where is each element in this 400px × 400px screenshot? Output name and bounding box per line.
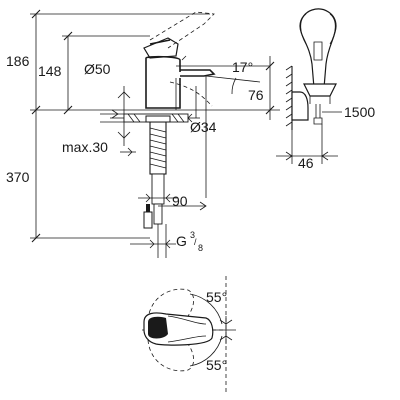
dim-148: 148 [38,63,62,79]
hand-shower [276,8,342,164]
dim-max-30: max.30 [62,139,108,155]
dim-76: 76 [248,87,264,103]
top-view [142,276,236,394]
dim-370: 370 [6,169,30,185]
dim-swivel-top: 55° [206,289,227,305]
dim-swivel-bottom: 55° [206,357,227,373]
dim-thread-den: 8 [198,243,203,253]
dim-diameter-top: Ø50 [84,61,111,77]
mounting-assembly [100,86,207,258]
dim-thread-g: G [176,233,187,249]
dim-hose-length: 1500 [344,104,375,120]
dim-spout-angle: 17° [232,59,253,75]
left-dimension-lines [30,9,280,243]
faucet-body [143,11,275,198]
dim-shower-width: 46 [298,155,314,171]
dim-90: 90 [172,193,188,209]
dim-thread-slash: / [194,237,197,247]
dim-186: 186 [6,53,30,69]
dim-thread-num: 3 [190,230,195,240]
dim-diameter-base: Ø34 [190,119,217,135]
